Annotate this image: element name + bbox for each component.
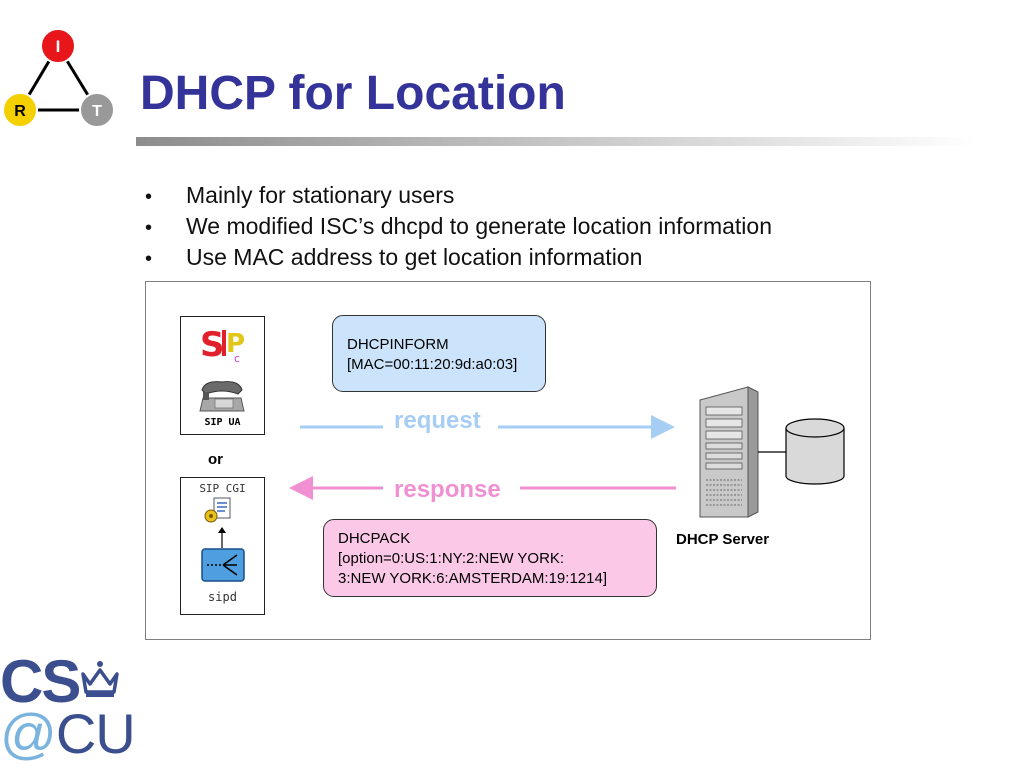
bullet-glyph: • [145,217,153,239]
bullet-item: • We modified ISC’s dhcpd to generate loc… [145,211,772,242]
sip-ua-label: SIP UA [204,417,241,428]
irt-logo: I R T [2,28,115,128]
cs-logo-text: CS [0,648,81,715]
logo-letter-t: T [92,103,102,120]
bullet-glyph: • [145,186,153,208]
bullet-glyph: • [145,248,153,270]
cgi-script-icon [204,497,231,523]
sip-logo-icon: S P c [200,325,245,364]
logo-node-t [79,92,115,128]
logo-letter-i: I [56,37,61,56]
logo-node-r [2,92,38,128]
dhcpack-option-line: [option=0:US:1:NY:2:NEW YORK: [338,550,565,567]
bullet-text: We modified ISC’s dhcpd to generate loca… [186,213,772,239]
response-label: response [394,476,501,503]
up-arrow-icon [218,527,226,548]
phone-icon [199,381,245,412]
cu-logo-letters: CU [55,702,136,765]
dhcpinform-line: DHCPINFORM [347,336,449,353]
logo-letter-r: R [14,103,26,120]
sipd-label: sipd [208,590,237,604]
request-label: request [394,407,481,434]
at-logo-text: @ [0,702,57,765]
dhcpack-option-line-2: 3:NEW YORK:6:AMSTERDAM:19:1214] [338,570,607,587]
bullet-list: • Mainly for stationary users • We modifie… [145,180,772,273]
dhcpinform-mac-line: [MAC=00:11:20:9d:a0:03] [347,356,518,373]
dhcpack-line: DHCPACK [338,530,411,547]
sip-cgi-label: SIP CGI [199,482,246,495]
bullet-item: • Mainly for stationary users [145,180,772,211]
or-label: or [208,451,223,468]
svg-text:P: P [226,329,245,359]
bullet-item: • Use MAC address to get location informa… [145,242,772,273]
dhcpack-message-box: DHCPACK [option=0:US:1:NY:2:NEW YORK: 3:… [323,519,657,597]
slide-title: DHCP for Location [140,67,566,120]
crown-icon [81,661,119,697]
dhcpinform-message-box: DHCPINFORM [MAC=00:11:20:9d:a0:03] [332,315,546,392]
sipd-server-icon [201,548,245,582]
logo-node-i [40,28,76,64]
cu-logo-text: @CU [0,702,136,766]
svg-text:c: c [234,352,240,364]
title-underline [136,137,976,146]
bullet-text: Mainly for stationary users [186,182,455,208]
dhcp-server-label: DHCP Server [676,531,770,548]
bullet-text: Use MAC address to get location informat… [186,244,643,270]
svg-text:S: S [200,325,222,364]
